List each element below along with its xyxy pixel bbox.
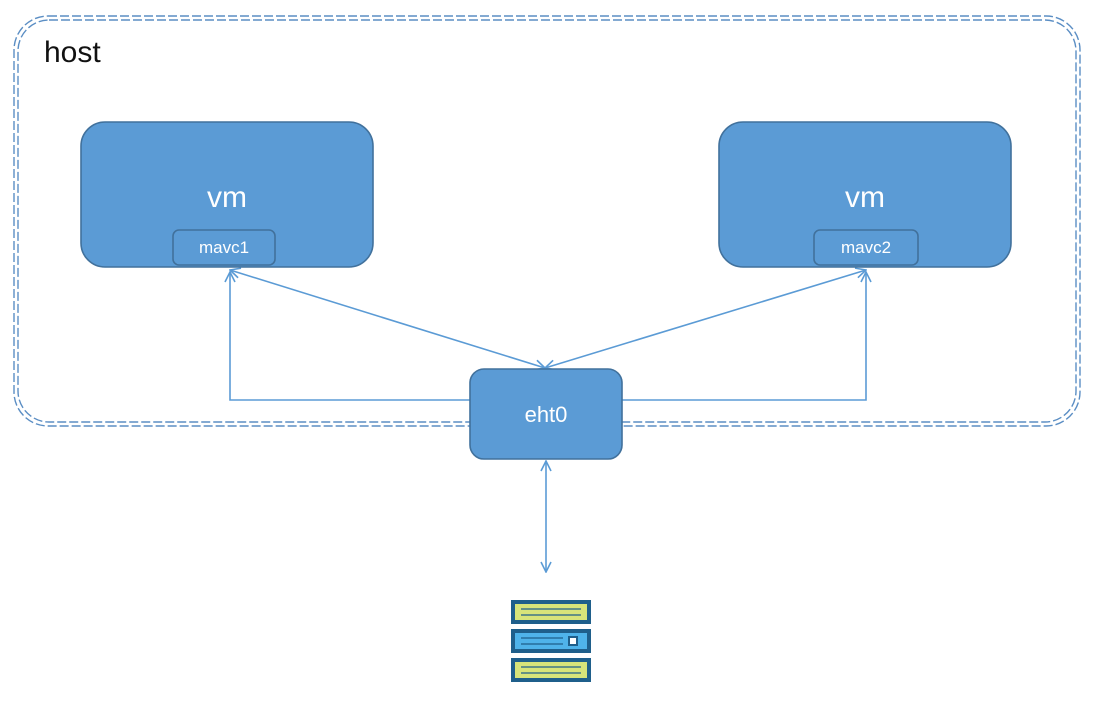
vm-box-2: vm mavc2: [718, 121, 1012, 268]
connectors: [230, 270, 866, 572]
interface-label-mavc1: mavc1: [199, 238, 249, 257]
connector-eth0-mavc2-bus: [622, 272, 866, 401]
server-rack-icon: [511, 600, 591, 682]
interface-mavc2: mavc2: [813, 229, 919, 266]
nic-box: eht0: [469, 368, 623, 460]
host-label: host: [44, 36, 101, 69]
interface-mavc1: mavc1: [172, 229, 276, 266]
nic-label: eht0: [525, 402, 568, 427]
connector-mavc2-eth0: [545, 270, 866, 368]
connector-eth0-mavc1-bus: [230, 272, 470, 401]
vm-label-1: vm: [207, 181, 247, 214]
interface-label-mavc2: mavc2: [841, 238, 891, 257]
connector-mavc1-eth0: [230, 270, 545, 368]
vm-label-2: vm: [845, 181, 885, 214]
vm-box-1: vm mavc1: [80, 121, 374, 268]
